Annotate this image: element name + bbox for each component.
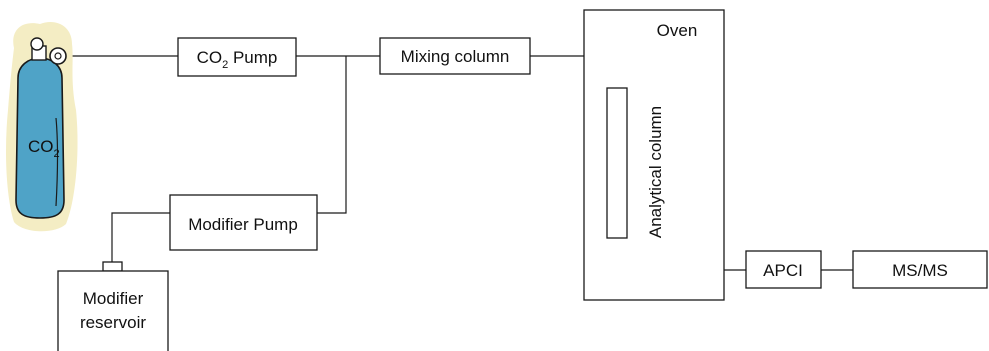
oven-label: Oven [657, 21, 698, 40]
reservoir-rect [58, 271, 168, 351]
modifier-reservoir: Modifier reservoir [58, 262, 168, 351]
msms-label: MS/MS [892, 261, 948, 280]
modifier-pump-to-junction-line [317, 56, 346, 213]
reservoir-to-modifier-pump-line [112, 213, 170, 262]
cylinder-handwheel [31, 38, 43, 50]
reservoir-label-line2: reservoir [80, 313, 146, 332]
co2-cylinder: CO2 [6, 22, 78, 231]
co2-pump-box: CO2 Pump [178, 38, 296, 76]
mixing-column-box: Mixing column [380, 38, 530, 74]
modifier-pump-label: Modifier Pump [188, 215, 298, 234]
mixing-column-label: Mixing column [401, 47, 510, 66]
analytical-column-rect [607, 88, 627, 238]
reservoir-cap [103, 262, 122, 271]
modifier-pump-box: Modifier Pump [170, 195, 317, 250]
valve-knob [50, 48, 66, 64]
msms-box: MS/MS [853, 251, 987, 288]
apci-box: APCI [746, 251, 821, 288]
analytical-column-label: Analytical column [646, 106, 665, 238]
reservoir-label-line1: Modifier [83, 289, 144, 308]
apci-label: APCI [763, 261, 803, 280]
